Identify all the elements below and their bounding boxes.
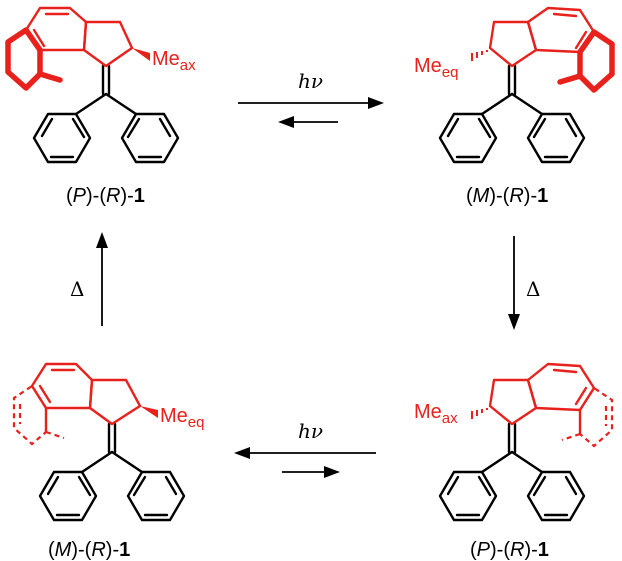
compound-label: (M)-(R)-1 xyxy=(466,185,548,207)
methyl-label: Meax xyxy=(152,48,196,74)
naphthalene-indane-unit xyxy=(5,6,134,91)
molecule-bottom-left: Meeq (M)-(R)-1 xyxy=(12,362,204,561)
hashed-bond xyxy=(471,50,488,61)
molecule-top-left: Meax (P)-(R)-1 xyxy=(5,6,196,207)
methyl-label: Meeq xyxy=(414,55,458,81)
molecule-top-right: Meeq (M)-(R)-1 xyxy=(414,6,615,207)
wedge-bond xyxy=(140,406,158,418)
fluorene-unit xyxy=(32,92,180,164)
hashed-bond xyxy=(471,408,488,419)
compound-label: (P)-(R)-1 xyxy=(470,539,549,561)
compound-label: (M)-(R)-1 xyxy=(48,539,130,561)
compound-label: (P)-(R)-1 xyxy=(66,185,145,207)
bottom-equilibrium-arrow: hν xyxy=(234,419,376,478)
naphthalene-indane-unit xyxy=(488,6,615,93)
top-condition-label: hν xyxy=(298,69,323,93)
fluorene-unit xyxy=(438,92,586,164)
molecule-bottom-right: Meax (P)-(R)-1 xyxy=(414,362,614,561)
wedge-bond xyxy=(132,48,150,61)
top-equilibrium-arrow: hν xyxy=(238,69,384,128)
methyl-label: Meax xyxy=(414,401,458,427)
fluorene-unit xyxy=(38,450,186,522)
right-thermal-arrow: Δ xyxy=(508,236,540,330)
left-condition-label: Δ xyxy=(70,277,84,301)
left-thermal-arrow: Δ xyxy=(70,232,108,326)
methyl-label: Meeq xyxy=(160,405,204,431)
right-condition-label: Δ xyxy=(526,277,540,301)
naphthalene-indane-unit xyxy=(12,362,142,446)
bottom-condition-label: hν xyxy=(298,419,323,443)
fluorene-unit xyxy=(438,450,586,522)
naphthalene-indane-unit xyxy=(488,362,614,448)
